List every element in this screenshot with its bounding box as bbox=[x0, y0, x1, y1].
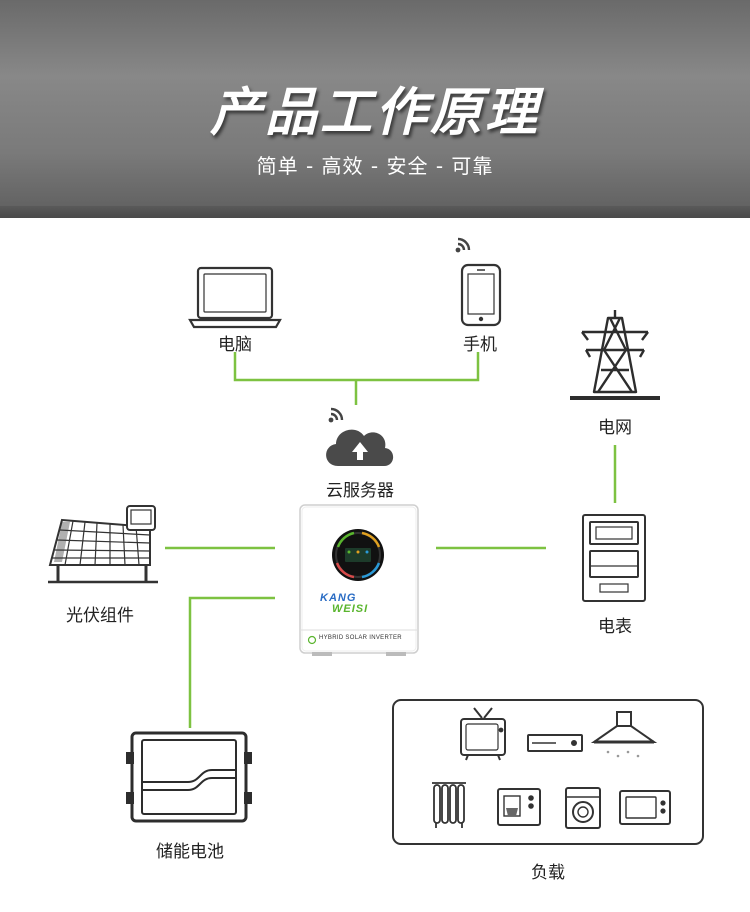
phone-icon bbox=[460, 263, 502, 327]
connector-battery-inverter bbox=[188, 596, 275, 728]
connector-laptop-phone bbox=[233, 352, 480, 382]
wifi-icon bbox=[455, 237, 471, 253]
wifi-icon bbox=[328, 407, 344, 423]
range-hood-icon bbox=[590, 711, 658, 758]
power-tower-icon bbox=[570, 310, 660, 400]
microwave-icon bbox=[619, 790, 671, 825]
coffee-machine-icon bbox=[497, 788, 541, 826]
cloud-upload-icon bbox=[326, 429, 394, 466]
label-grid: 电网 bbox=[598, 418, 632, 438]
battery-pack-icon bbox=[126, 731, 252, 823]
electric-meter-icon bbox=[582, 514, 646, 602]
label-cloud-server: 云服务器 bbox=[326, 481, 394, 501]
label-load: 负载 bbox=[531, 863, 565, 883]
inverter-brand-line1: KANG bbox=[320, 592, 357, 604]
washing-machine-icon bbox=[565, 787, 601, 829]
hybrid-inverter bbox=[299, 504, 419, 656]
label-phone: 手机 bbox=[463, 335, 497, 355]
page-title: 产品工作原理 bbox=[209, 83, 540, 143]
heater-icon bbox=[432, 782, 466, 828]
label-solar-panel: 光伏组件 bbox=[66, 606, 134, 626]
label-laptop: 电脑 bbox=[218, 335, 252, 355]
tv-icon bbox=[460, 707, 506, 761]
label-battery: 储能电池 bbox=[156, 842, 224, 862]
laptop-icon bbox=[188, 266, 282, 329]
inverter-brand-line2: WEISI bbox=[332, 603, 369, 615]
solar-panel-icon bbox=[48, 505, 158, 584]
page-subtitle: 简单 - 高效 - 安全 - 可靠 bbox=[256, 154, 494, 178]
connector-lines bbox=[165, 352, 617, 728]
header-banner: 产品工作原理 简单 - 高效 - 安全 - 可靠 bbox=[0, 0, 750, 218]
label-meter: 电表 bbox=[598, 617, 632, 637]
dvd-player-icon bbox=[527, 734, 583, 752]
inverter-model-label: HYBRID SOLAR INVERTER bbox=[319, 635, 402, 641]
